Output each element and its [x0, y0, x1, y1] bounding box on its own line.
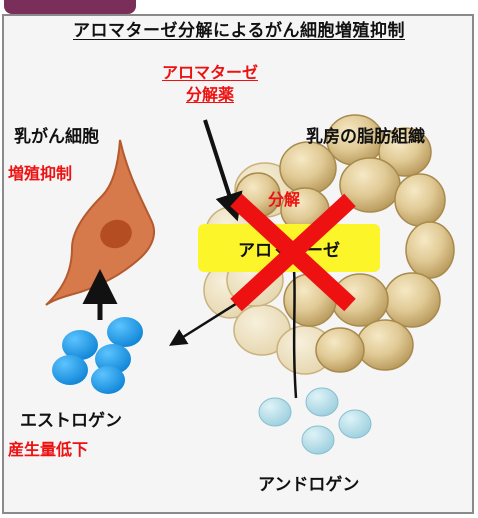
diagram-title: アロマターゼ分解によるがん細胞増殖抑制	[73, 21, 405, 41]
androgen-molecules	[258, 387, 372, 455]
header-tab	[4, 0, 136, 14]
estrogen-reduction-label: 産生量低下	[8, 440, 89, 459]
drug-to-enzyme-arrow	[203, 119, 243, 222]
androgen-label: アンドロゲン	[258, 475, 360, 495]
estrogen-label: エストロゲン	[20, 411, 122, 431]
estrogen-molecules	[52, 317, 143, 394]
drug-label-line1: アロマターゼ	[161, 63, 258, 82]
degradation-label: 分解	[268, 190, 301, 209]
drug-label-line2: 分解薬	[185, 85, 234, 104]
breast-cancer-cell	[45, 139, 156, 306]
breast-cancer-cell-label: 乳がん細胞	[14, 127, 99, 147]
degrader-drug-label: アロマターゼ 分解薬	[120, 62, 300, 106]
adipose-tissue-label: 乳房の脂肪組織	[306, 127, 425, 147]
proliferation-suppression-label: 増殖抑制	[8, 164, 73, 183]
